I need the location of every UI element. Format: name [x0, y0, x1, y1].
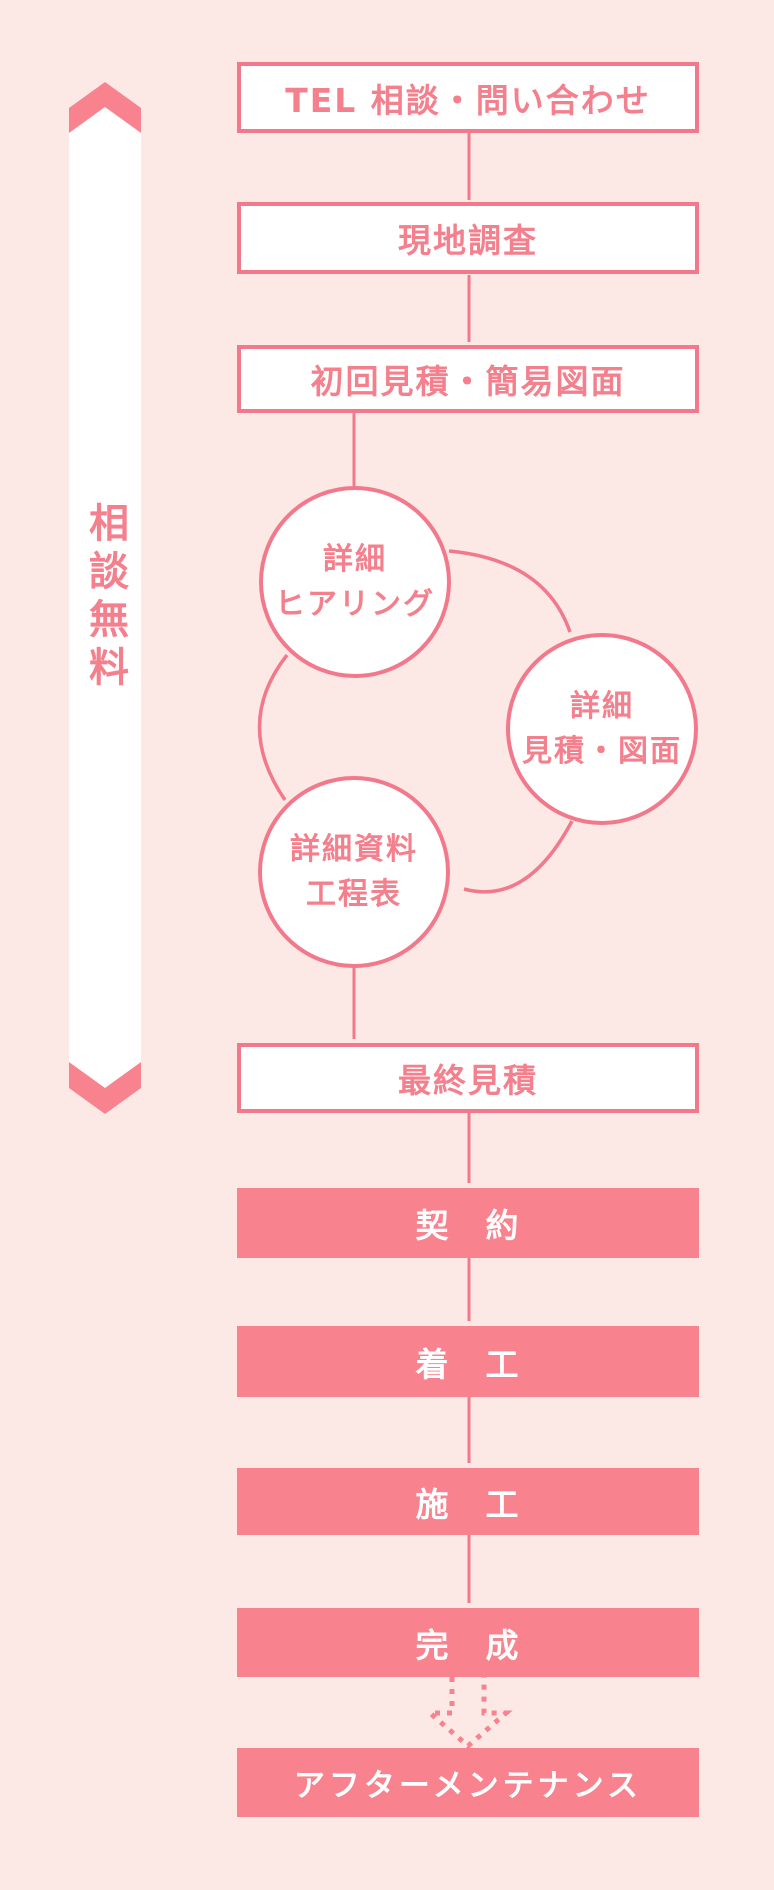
step-construction: 施 工: [237, 1468, 699, 1535]
step-label: 最終見積: [398, 1061, 538, 1100]
step-tel-consultation: TEL 相談・問い合わせ: [237, 62, 699, 133]
circle-label-line1: 詳細: [323, 542, 387, 577]
step-label: TEL 相談・問い合わせ: [285, 80, 651, 120]
circle-label-line2: 工程表: [306, 877, 402, 912]
circle-label-line2: ヒアリング: [275, 587, 435, 622]
step-label: 施 工: [415, 1484, 521, 1524]
step-label: アフターメンテナンス: [293, 1768, 643, 1804]
step-label: 現地調査: [398, 221, 538, 260]
cycle-arrow-2-to-3: [463, 820, 574, 894]
step-after-maintenance: アフターメンテナンス: [237, 1748, 699, 1817]
step-construction-start: 着 工: [237, 1326, 699, 1397]
step-site-survey: 現地調査: [237, 202, 699, 274]
step-completion: 完 成: [237, 1608, 699, 1677]
step-contract: 契 約: [237, 1188, 699, 1258]
step-label: 契 約: [415, 1206, 521, 1245]
step-initial-estimate: 初回見積・簡易図面: [237, 345, 699, 413]
step-label: 初回見積・簡易図面: [310, 362, 626, 401]
cycle-arrow-1-to-2: [448, 549, 572, 633]
circle-label-line2: 見積・図面: [522, 734, 682, 769]
cycle-detailed-documents-schedule: 詳細資料 工程表: [258, 776, 450, 968]
dotted-arrow-down-icon: [423, 1677, 513, 1750]
step-label: 完 成: [415, 1625, 521, 1665]
step-label: 着 工: [415, 1344, 521, 1384]
circle-label-line1: 詳細: [570, 689, 634, 724]
cycle-detailed-hearing: 詳細 ヒアリング: [259, 486, 451, 678]
step-final-estimate: 最終見積: [237, 1043, 699, 1113]
banner-bar: 相談無料: [69, 107, 141, 1088]
cycle-detailed-estimate-drawing: 詳細 見積・図面: [506, 633, 698, 825]
banner-label: 相談無料: [82, 501, 128, 694]
cycle-arrow-3-to-1: [257, 653, 289, 801]
circle-label-line1: 詳細資料: [290, 832, 418, 867]
